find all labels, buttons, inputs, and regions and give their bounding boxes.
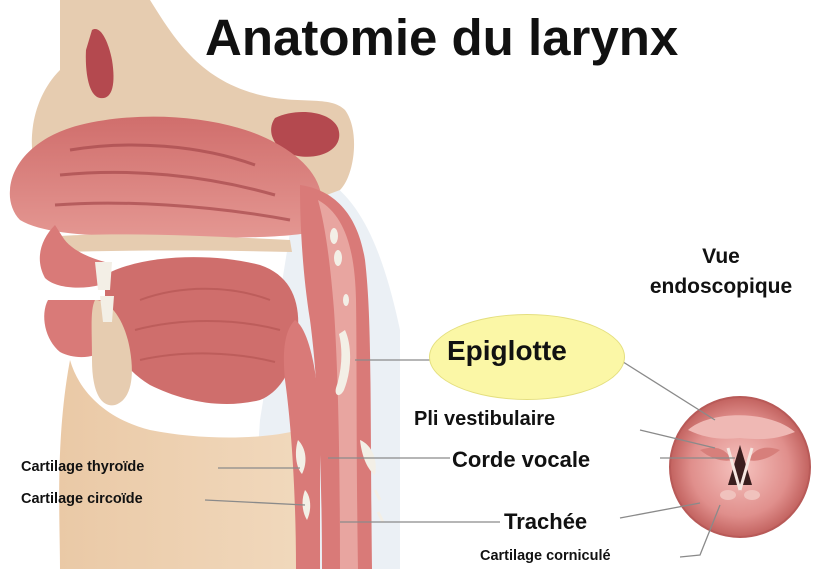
diagram-title: Anatomie du larynx bbox=[205, 8, 678, 67]
view-label-line-1: Vue bbox=[618, 242, 824, 272]
label-trachee: Trachée bbox=[504, 509, 587, 535]
label-cartilage-circoide: Cartilage circoïde bbox=[21, 491, 143, 507]
label-cartilage-cornicule: Cartilage corniculé bbox=[480, 548, 611, 564]
endoscopic-view-label: Vue endoscopique bbox=[618, 242, 824, 303]
label-cartilage-thyroide: Cartilage thyroïde bbox=[21, 459, 144, 475]
label-pli-vestibulaire: Pli vestibulaire bbox=[414, 408, 555, 431]
tongue bbox=[105, 257, 298, 404]
view-label-line-2: endoscopique bbox=[618, 272, 824, 302]
endoscopic-view bbox=[670, 397, 810, 537]
label-epiglotte: Epiglotte bbox=[447, 335, 567, 367]
label-corde-vocale: Corde vocale bbox=[452, 447, 590, 473]
